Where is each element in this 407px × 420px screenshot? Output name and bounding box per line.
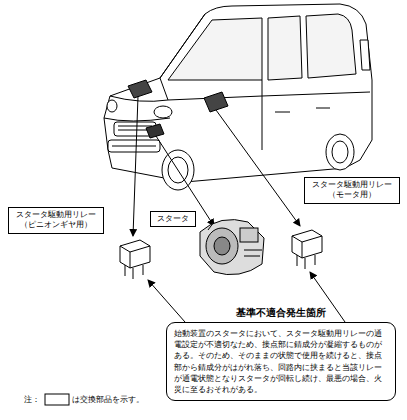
part-name: スタータ駆動用リレー（モータ用） bbox=[308, 180, 396, 201]
part-name: スタータ駆動用リレー（ピニオンギヤ用） bbox=[12, 210, 100, 231]
part-locations bbox=[128, 80, 228, 138]
callout-box: 基準不適合発生箇所始動装置のスタータにおいて、スタータ駆動用リレーの通電設定が不… bbox=[166, 322, 396, 401]
part-name: スタータ bbox=[154, 214, 192, 224]
callout-heading: 基準不適合発生箇所 bbox=[167, 306, 395, 320]
part-label-box: スタータ駆動用リレー（モータ用） bbox=[304, 177, 400, 204]
starter-drawing bbox=[200, 220, 264, 275]
pointer-arrows bbox=[133, 96, 300, 236]
note-text: 注： bbox=[24, 395, 40, 405]
part-label-box: スタータ駆動用リレー（ピニオンギヤ用） bbox=[8, 207, 104, 234]
relay-icon bbox=[120, 240, 150, 279]
legend-sample-box bbox=[45, 394, 69, 405]
relay-icon bbox=[292, 230, 322, 269]
callout-body: 始動装置のスタータにおいて、スタータ駆動用リレーの通電設定が不適切なため、接点部… bbox=[174, 328, 388, 395]
note-text: は交換部品を示す。 bbox=[72, 395, 144, 405]
part-label-box: スタータ bbox=[150, 211, 196, 227]
car-drawing bbox=[104, 4, 372, 190]
